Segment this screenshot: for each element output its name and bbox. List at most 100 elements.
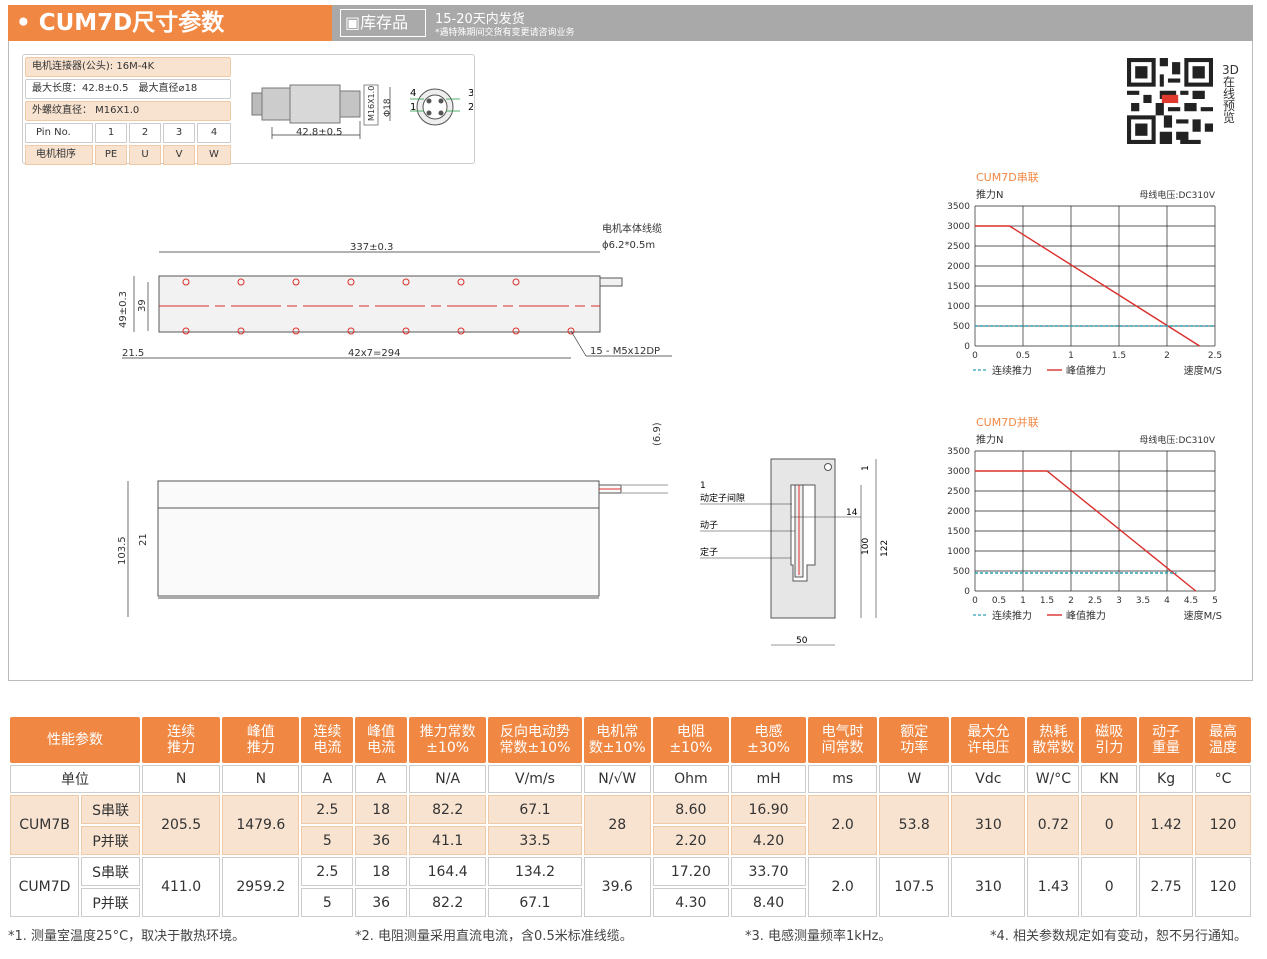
footnote: *2. 电阻测量采用直流电流，含0.5米标准线缆。	[355, 929, 633, 944]
table-cell: 310	[951, 795, 1026, 855]
table-cell: 2.5	[301, 795, 354, 824]
x-tick-label: 0	[972, 351, 978, 361]
unit-cell: N/A	[409, 765, 487, 793]
table-header: 额定功率	[879, 717, 950, 763]
table-header: 连续电流	[301, 717, 354, 763]
hole-pitch-dim: 42x7=294	[348, 348, 400, 359]
length-dim: 337±0.3	[350, 242, 393, 253]
x-tick-label: 1	[1020, 596, 1026, 606]
height-122-dim: 122	[880, 540, 890, 557]
table-cell: 39.6	[583, 857, 651, 917]
holes-callout: 15 - M5x12DP	[590, 346, 660, 357]
connector-thread: 外螺纹直径： M16X1.0	[25, 101, 231, 121]
table-header: 峰值推力	[222, 717, 300, 763]
table-header: 电阻±10%	[652, 717, 729, 763]
phase-cell: W	[197, 145, 231, 165]
y-tick-label: 1500	[947, 282, 970, 292]
table-cell: 67.1	[488, 888, 582, 917]
table-cell: 28	[583, 795, 651, 855]
x-tick-label: 0.5	[1016, 351, 1030, 361]
table-cell: 1.43	[1027, 857, 1080, 917]
qr-code[interactable]	[1127, 58, 1213, 144]
y-tick-label: 0	[964, 587, 970, 597]
table-cell: 8.40	[730, 888, 807, 917]
wiring-cell: S串联	[81, 857, 140, 886]
table-cell: 2.20	[652, 826, 729, 855]
stock-badge: ▣库存品	[340, 9, 426, 37]
table-cell: 41.1	[409, 826, 487, 855]
phase-cell: U	[129, 145, 161, 165]
chart-title: CUM7D并联	[976, 415, 1039, 429]
table-cell: 82.2	[409, 795, 487, 824]
bus-voltage-note: 母线电压:DC310V	[1139, 189, 1215, 201]
table-cell: 36	[355, 888, 408, 917]
table-cell: 120	[1194, 857, 1251, 917]
phase-cell: V	[163, 145, 195, 165]
table-header: 最高温度	[1194, 717, 1251, 763]
y-tick-label: 2500	[947, 487, 970, 497]
pin-number: 1	[410, 102, 416, 113]
unit-label: 单位	[10, 765, 140, 793]
pin-number: 4	[410, 88, 416, 99]
table-cell: 17.20	[652, 857, 729, 886]
table-header: 反向电动势常数±10%	[488, 717, 582, 763]
cable-title: 电机本体线缆	[602, 222, 662, 235]
unit-cell: N	[142, 765, 221, 793]
table-cell: 16.90	[730, 795, 807, 824]
unit-cell: A	[355, 765, 408, 793]
table-row: CUM7D S串联 411.0 2959.2 2.5 18 164.4 134.…	[10, 857, 1251, 917]
pin-number: 2	[468, 102, 473, 113]
pin-number: 3	[468, 88, 473, 99]
y-tick-label: 3000	[947, 467, 970, 477]
phase-cell: PE	[95, 145, 127, 165]
unit-cell: N/√W	[583, 765, 651, 793]
side-cable-dim: (6.9)	[652, 422, 663, 446]
table-header: 连续推力	[142, 717, 221, 763]
y-tick-label: 1500	[947, 527, 970, 537]
series-line	[975, 225, 1201, 347]
table-header-row: 性能参数 连续推力 峰值推力 连续电流 峰值电流 推力常数±10% 反向电动势常…	[10, 717, 1251, 763]
table-cell: 4.30	[652, 888, 729, 917]
unit-cell: Kg	[1139, 765, 1193, 793]
height-dim: 49±0.3	[118, 291, 129, 328]
legend-label: 连续推力	[992, 364, 1032, 377]
pin-cell: 1	[95, 123, 127, 143]
table-cell: 134.2	[488, 857, 582, 886]
unit-cell: Ohm	[652, 765, 729, 793]
x-axis-label: 速度M/S	[1184, 609, 1222, 622]
table-cell: 2.0	[808, 857, 878, 917]
table-cell: 33.5	[488, 826, 582, 855]
y-tick-label: 2000	[947, 262, 970, 272]
side-view-drawing: 103.5 21 (6.9)	[117, 422, 668, 617]
pin-cell: 2	[129, 123, 161, 143]
y-tick-label: 3000	[947, 222, 970, 232]
x-tick-label: 4	[1164, 596, 1170, 606]
x-tick-label: 1.5	[1112, 351, 1126, 361]
connector-type: 电机连接器(公头): 16M-4K	[25, 57, 231, 77]
x-tick-label: 0.5	[992, 596, 1006, 606]
pin-cell: 4	[197, 123, 231, 143]
unit-cell: W/°C	[1027, 765, 1080, 793]
connector-drawing: 42.8±0.5 M16X1.0 Φ18 4 3 1 2	[251, 84, 473, 139]
footnote: *3. 电感测量频率1kHz。	[745, 929, 892, 944]
model-cell: CUM7D	[10, 857, 80, 917]
table-cell: 5	[301, 888, 354, 917]
x-tick-label: 2.5	[1208, 351, 1222, 361]
y-tick-label: 0	[964, 342, 970, 352]
conn-dia-dim: Φ18	[383, 98, 393, 117]
footnote: *1. 测量室温度25°C，取决于散热环境。	[8, 929, 246, 944]
table-cell: 67.1	[488, 795, 582, 824]
top-1-dim: 1	[861, 465, 871, 471]
table-unit-row: 单位 N N A A N/A V/m/s N/√W Ohm mH ms W Vd…	[10, 765, 1251, 793]
table-header: 电机常数±10%	[583, 717, 651, 763]
stator-label: 定子	[700, 546, 718, 558]
table-cell: 164.4	[409, 857, 487, 886]
table-header: 推力常数±10%	[409, 717, 487, 763]
table-cell: 2.0	[808, 795, 878, 855]
legend-label: 连续推力	[992, 609, 1032, 622]
x-tick-label: 1	[1068, 351, 1074, 361]
x-tick-label: 2	[1164, 351, 1170, 361]
legend-label: 峰值推力	[1066, 364, 1106, 377]
table-header: 峰值电流	[355, 717, 408, 763]
